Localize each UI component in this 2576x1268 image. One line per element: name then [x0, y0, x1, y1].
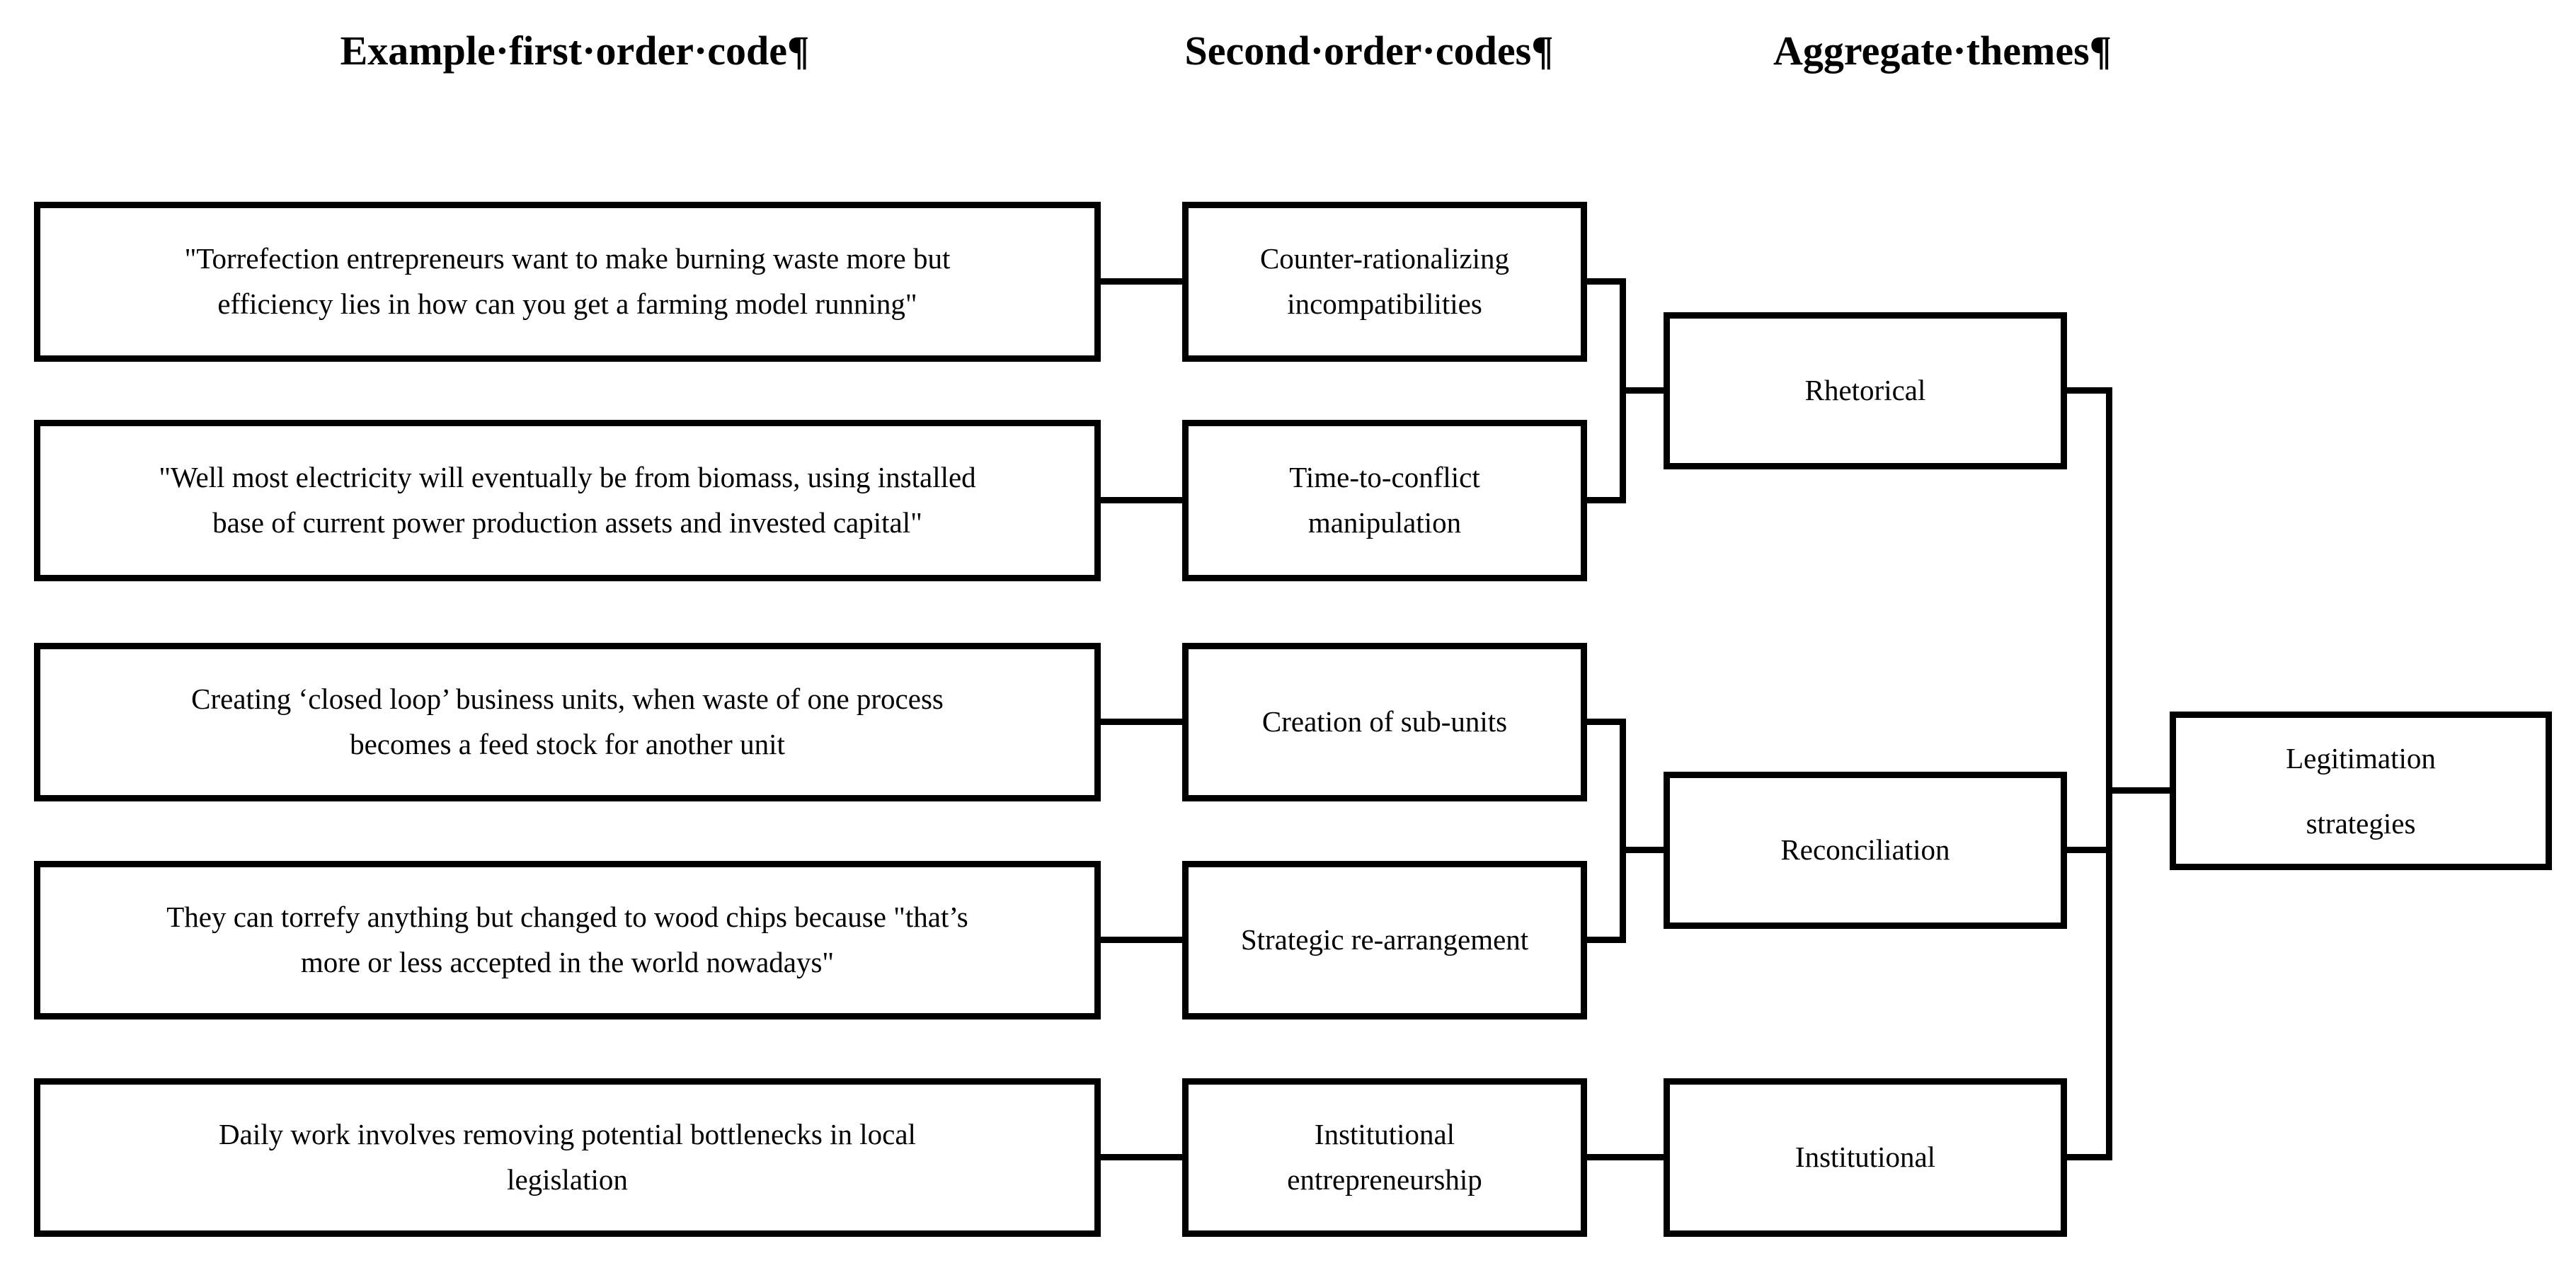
second-order-code-box-institutional-entrepreneurship: Institutional entrepreneurship: [1182, 1078, 1587, 1237]
connector-creation-sub-units-stub: [1587, 719, 1626, 725]
connector-time-to-conflict-stub: [1587, 497, 1626, 503]
outcome-box-legitimation-strategies: Legitimation strategies: [2170, 712, 2552, 870]
second-order-code-text-3: Creation of sub-units: [1261, 705, 1508, 738]
aggregate-theme-text-rhetorical: Rhetorical: [1804, 374, 1926, 407]
second-order-code-text-5: Institutional entrepreneurship: [1287, 1118, 1482, 1196]
aggregate-theme-text-institutional: Institutional: [1794, 1141, 1936, 1174]
connector-row2-first-to-second: [1101, 497, 1182, 503]
aggregate-theme-text-reconciliation: Reconciliation: [1780, 833, 1950, 867]
first-order-code-box-5: Daily work involves removing potential b…: [34, 1078, 1101, 1237]
first-order-code-text-5: Daily work involves removing potential b…: [219, 1118, 916, 1196]
connector-to-reconciliation: [1620, 847, 1664, 853]
connector-row1-first-to-second: [1101, 278, 1182, 285]
connector-rhetorical-stub: [2067, 387, 2112, 394]
second-order-code-box-time-to-conflict: Time-to-conflict manipulation: [1182, 420, 1587, 581]
second-order-code-box-creation-of-sub-units: Creation of sub-units: [1182, 643, 1587, 801]
second-order-code-box-counter-rationalizing: Counter-rationalizing incompatibilities: [1182, 202, 1587, 362]
second-order-code-text-4: Strategic re-arrangement: [1240, 923, 1529, 956]
connector-counter-rationalizing-stub: [1587, 278, 1626, 285]
first-order-code-text-2: "Well most electricity will eventually b…: [159, 461, 976, 539]
connector-to-rhetorical: [1620, 387, 1664, 394]
column-header-second-order-codes: Second·order·codes¶: [1184, 28, 1554, 74]
bracket-reconciliation-trunk: [1620, 719, 1626, 943]
connector-to-legitimation-strategies: [2106, 787, 2170, 794]
aggregate-theme-box-institutional: Institutional: [1664, 1078, 2067, 1237]
first-order-code-box-3: Creating ‘closed loop’ business units, w…: [34, 643, 1101, 801]
first-order-code-text-1: "Torrefection entrepreneurs want to make…: [184, 242, 951, 320]
column-header-first-order-codes: Example·first·order·code¶: [340, 28, 810, 74]
bracket-legitimation-trunk: [2106, 387, 2112, 1160]
connector-row4-first-to-second: [1101, 937, 1182, 943]
connector-row3-first-to-second: [1101, 719, 1182, 725]
first-order-code-text-3: Creating ‘closed loop’ business units, w…: [191, 682, 944, 760]
aggregate-theme-box-rhetorical: Rhetorical: [1664, 312, 2067, 469]
connector-reconciliation-stub: [2067, 847, 2112, 853]
connector-institutional-stub: [2067, 1154, 2112, 1160]
connector-row5-first-to-second: [1101, 1154, 1182, 1160]
connector-strategic-re-arrangement-stub: [1587, 937, 1626, 943]
aggregate-theme-box-reconciliation: Reconciliation: [1664, 772, 2067, 929]
second-order-code-text-2: Time-to-conflict manipulation: [1289, 461, 1480, 539]
first-order-code-box-4: They can torrefy anything but changed to…: [34, 861, 1101, 1019]
second-order-code-text-1: Counter-rationalizing incompatibilities: [1259, 242, 1510, 320]
first-order-code-text-4: They can torrefy anything but changed to…: [166, 901, 968, 978]
outcome-text-legitimation-strategies: Legitimation strategies: [2286, 741, 2436, 840]
first-order-code-box-2: "Well most electricity will eventually b…: [34, 420, 1101, 581]
connector-institutional-entrepreneurship-to-institutional: [1587, 1154, 1664, 1160]
first-order-code-box-1: "Torrefection entrepreneurs want to make…: [34, 202, 1101, 362]
column-header-aggregate-themes: Aggregate·themes¶: [1773, 28, 2112, 74]
second-order-code-box-strategic-re-arrangement: Strategic re-arrangement: [1182, 861, 1587, 1019]
